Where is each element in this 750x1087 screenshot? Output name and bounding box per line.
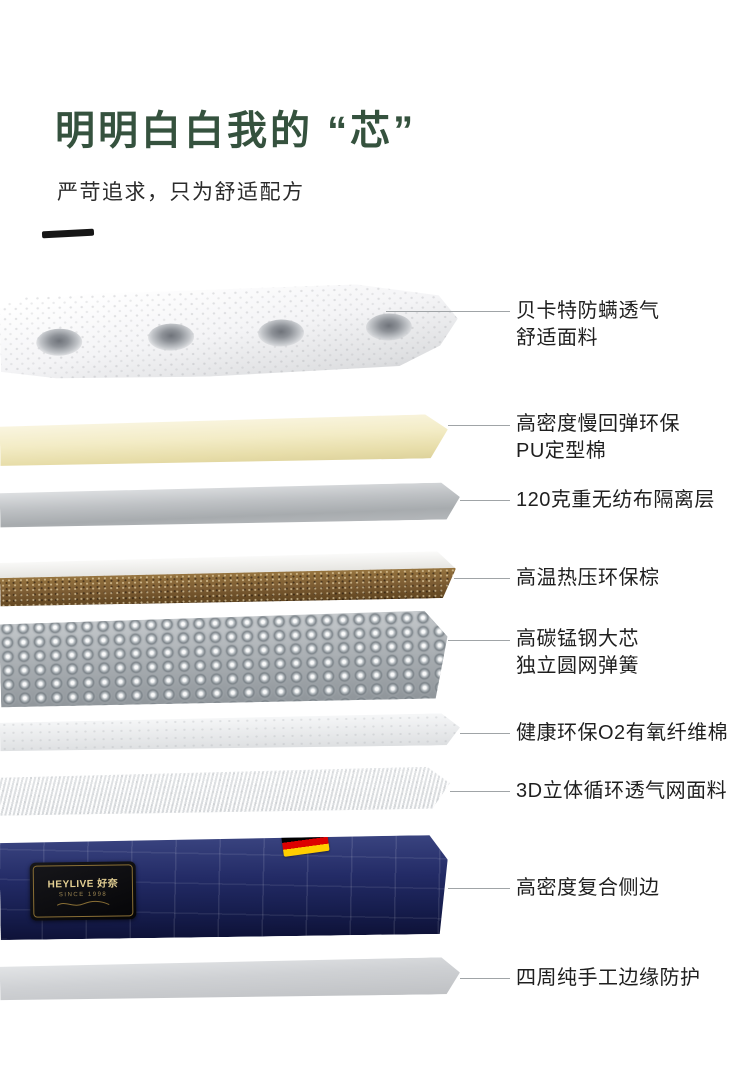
leader-line [460, 500, 510, 501]
leader-line [386, 311, 510, 312]
page-title: 明明白白我的 “芯” [55, 109, 417, 153]
layer-label-composite-side: 高密度复合侧边 [516, 877, 660, 899]
brand-logo-text: HEYLIVE 好奈 [47, 877, 119, 890]
leader-line [448, 888, 510, 889]
layer-visual-handmade-edge [0, 957, 460, 1002]
leader-line [454, 578, 510, 579]
page-subtitle: 严苛追求，只为舒适配方 [57, 181, 305, 204]
germany-flag-icon [281, 830, 329, 857]
layer-visual-pu-foam [0, 414, 448, 468]
layer-visual-non-woven [0, 482, 460, 529]
layer-label-3d-mesh: 3D立体循环透气网面料 [516, 780, 728, 802]
leader-line [460, 978, 510, 979]
layer-visual-fiber-cotton [0, 713, 460, 753]
layer-label-handmade-edge: 四周纯手工边缘防护 [516, 967, 701, 989]
title-dash-decoration [41, 228, 95, 239]
layer-visual-coconut-coir [0, 551, 456, 608]
layer-label-coconut-coir: 高温热压环保棕 [516, 567, 660, 589]
tuft-circle [36, 328, 83, 356]
leader-line [460, 733, 510, 734]
leader-line [448, 640, 510, 641]
layer-visual-pocket-springs [0, 610, 449, 710]
layer-visual-composite-side: HEYLIVE 好奈 SINCE 1998 [0, 835, 449, 940]
brand-since-text: SINCE 1998 [58, 891, 108, 898]
layer-label-fiber-cotton: 健康环保O2有氧纤维棉 [516, 722, 729, 744]
layer-label-pocket-springs: 高碳锰钢大芯 独立圆网弹簧 [516, 628, 639, 677]
tuft-circle [148, 323, 195, 351]
layer-label-pu-foam: 高密度慢回弹环保 PU定型棉 [516, 413, 680, 462]
layer-visual-3d-mesh [0, 766, 450, 817]
leader-line [448, 425, 510, 426]
layer-label-non-woven: 120克重无纺布隔离层 [516, 489, 715, 511]
signature-flourish-icon [55, 899, 111, 908]
brand-plaque: HEYLIVE 好奈 SINCE 1998 [30, 861, 137, 920]
tuft-circle [258, 319, 305, 347]
leader-line [450, 791, 510, 792]
brand-plaque-border: HEYLIVE 好奈 SINCE 1998 [33, 864, 134, 917]
tuft-circle [366, 313, 413, 341]
layer-visual-quilted-fabric [0, 282, 459, 383]
layer-label-quilted-fabric: 贝卡特防螨透气 舒适面料 [516, 300, 660, 349]
